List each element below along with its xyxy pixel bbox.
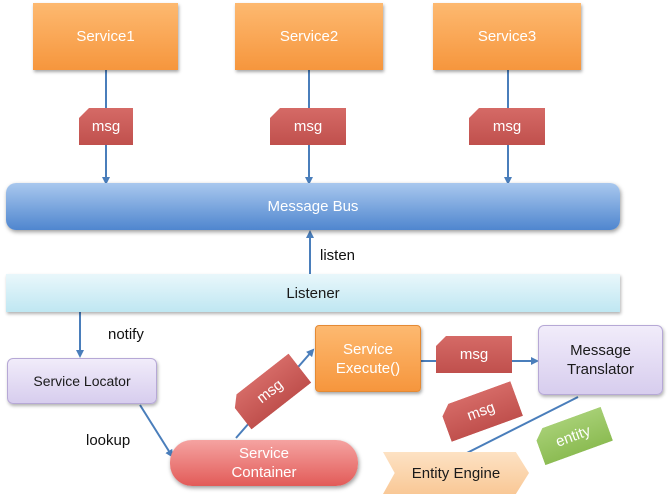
msg-tag-service1: msg <box>79 108 133 145</box>
entity-engine-label: Entity Engine <box>411 464 501 482</box>
msg-tag-label: msg <box>253 376 287 407</box>
message-translator-box: Message Translator <box>538 325 663 395</box>
arrow-locator-to-container <box>139 404 174 458</box>
service-locator-label: Service Locator <box>33 373 131 389</box>
msg-tag-label: msg <box>464 398 498 425</box>
lookup-label: lookup <box>86 432 131 449</box>
service-container-line1: Service <box>238 445 290 462</box>
listen-label: listen <box>320 247 356 264</box>
service-container-line2: Container <box>231 464 297 481</box>
msg-tag-label: msg <box>459 346 489 363</box>
service2-label: Service2 <box>279 28 339 45</box>
service-container-box: Service Container <box>170 440 358 486</box>
message-bus-label: Message Bus <box>267 198 359 215</box>
message-translator-line2: Translator <box>567 361 634 378</box>
service-locator-box: Service Locator <box>7 358 157 404</box>
service-execute-box: Service Execute() <box>315 325 421 392</box>
msg-tag-label: msg <box>91 118 121 135</box>
service1-box: Service1 <box>33 3 178 70</box>
service3-label: Service3 <box>477 28 537 45</box>
msg-tag-service3: msg <box>469 108 545 145</box>
msg-tag-execute: msg <box>436 336 512 373</box>
message-translator-line1: Message <box>570 342 631 359</box>
message-bus: Message Bus <box>6 183 620 230</box>
msg-tag-label: msg <box>293 118 323 135</box>
listener-label: Listener <box>286 284 340 302</box>
service2-box: Service2 <box>235 3 383 70</box>
service-execute-line2: Execute() <box>335 359 401 377</box>
entity-tag-label: entity <box>553 421 593 451</box>
service3-box: Service3 <box>433 3 581 70</box>
notify-label: notify <box>108 326 144 343</box>
listener-bar: Listener <box>6 274 620 312</box>
entity-engine-shape: Entity Engine <box>383 452 529 494</box>
service1-label: Service1 <box>76 28 135 45</box>
service-execute-line1: Service <box>342 340 394 358</box>
msg-tag-service2: msg <box>270 108 346 145</box>
msg-tag-label: msg <box>492 118 522 135</box>
